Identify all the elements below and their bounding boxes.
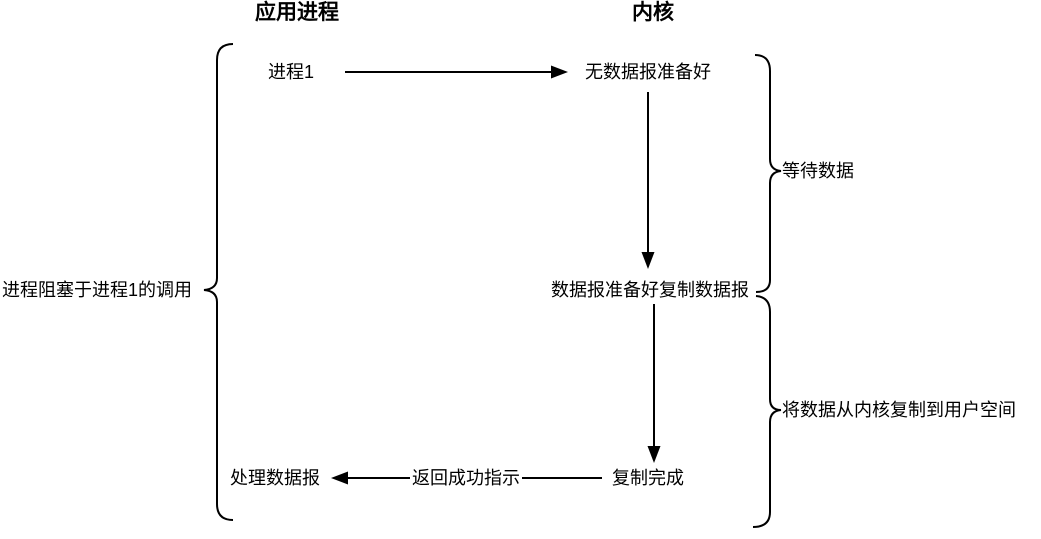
header-kernel: 内核 <box>632 1 674 24</box>
node-process-datagram: 处理数据报 <box>230 468 320 488</box>
right-brace-bottom <box>752 295 782 528</box>
right-brace-top <box>754 54 782 293</box>
arrow-process1-to-nodata <box>345 65 568 79</box>
arrow-nodata-to-ready <box>641 92 655 269</box>
header-app-process: 应用进程 <box>255 1 339 24</box>
node-no-datagram-ready: 无数据报准备好 <box>585 62 711 82</box>
node-datagram-ready-copy: 数据报准备好复制数据报 <box>551 280 749 300</box>
arrow-ready-to-copycomplete <box>647 304 661 463</box>
annotation-blocked-on-call: 进程阻塞于进程1的调用 <box>2 280 193 300</box>
edge-label-return-success: 返回成功指示 <box>410 468 522 488</box>
annotation-copy-kernel-to-user: 将数据从内核复制到用户空间 <box>782 400 1016 420</box>
node-process1: 进程1 <box>268 62 315 82</box>
left-brace <box>203 43 234 521</box>
node-copy-complete: 复制完成 <box>612 468 684 488</box>
annotation-wait-for-data: 等待数据 <box>782 161 854 181</box>
